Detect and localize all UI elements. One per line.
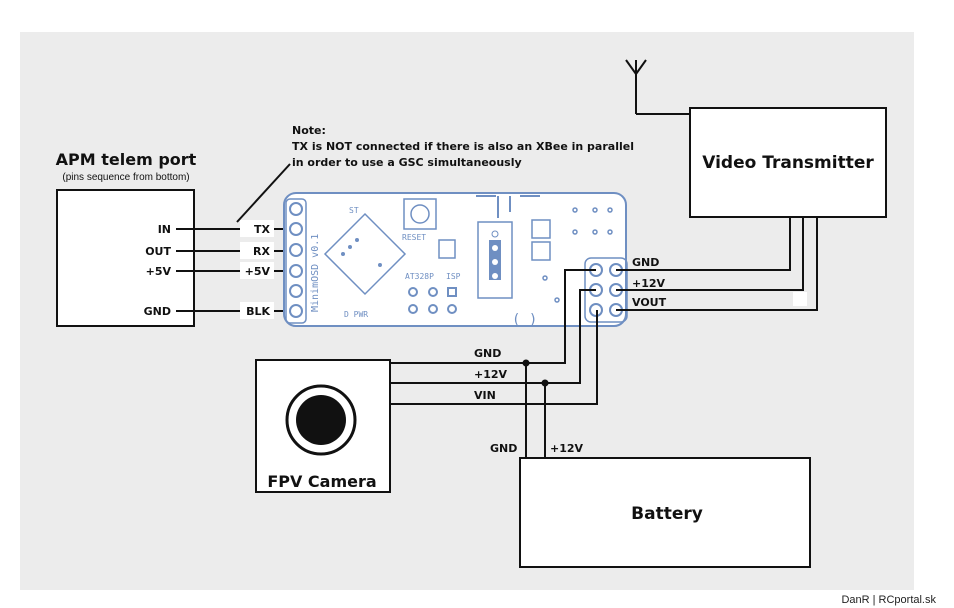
vtx-gnd-label-bg <box>628 256 662 268</box>
fpv-camera-label: FPV Camera <box>267 472 376 491</box>
battery-box <box>519 457 811 568</box>
chip-pin-dot <box>355 238 359 242</box>
wire-cam-gnd <box>390 269 596 364</box>
osd-component: ( ) <box>512 312 537 328</box>
osd-dots <box>542 207 613 303</box>
jumper-block <box>477 221 513 299</box>
battery-wire-gnd: GND <box>490 442 517 455</box>
wire-cam-vin <box>390 310 598 405</box>
tx-label-bg <box>240 220 274 237</box>
apm-pin-gnd: GND <box>144 305 171 318</box>
crystal-outline <box>476 195 540 218</box>
junction-dot <box>522 359 530 367</box>
camera-wire-gnd: GND <box>474 347 501 360</box>
osd-pin-blk: BLK <box>246 305 270 318</box>
rx-label-bg <box>240 242 274 259</box>
battery-label: Battery <box>631 504 703 524</box>
silk-pwr: D PWR <box>344 310 368 319</box>
isp-pads <box>408 287 457 314</box>
wire-vtx-gnd <box>616 217 791 271</box>
apm-pin-in: IN <box>158 223 171 236</box>
board-name-silk: MinimOSD v0.1 <box>310 234 321 312</box>
wire-vtx-vout <box>616 217 818 311</box>
reset-button-outline <box>403 198 437 230</box>
note-heading: Note: <box>292 124 326 137</box>
vtx-wires <box>616 217 818 311</box>
chip-pin-dot <box>348 245 352 249</box>
osd-pin-tx: TX <box>254 223 271 236</box>
osd-chip-outline <box>323 212 407 296</box>
wire-cam-12v <box>390 289 596 384</box>
camera-wire-12v: +12V <box>474 368 508 381</box>
wire-vtx-12v <box>616 217 804 291</box>
reset-button <box>410 204 430 224</box>
jumper-pin <box>491 230 499 238</box>
osd-pin-rx: RX <box>253 245 270 258</box>
apm-pin-5v: +5V <box>146 265 172 278</box>
silk-chip: AT328P <box>405 272 434 281</box>
video-transmitter-box <box>689 107 887 218</box>
silk-reset: RESET <box>402 233 426 242</box>
silk-isp: ISP <box>446 272 461 281</box>
junction-dot <box>541 379 549 387</box>
osd-left-header <box>285 198 307 324</box>
camera-lens-icon <box>296 395 346 445</box>
osd-component <box>531 241 551 261</box>
wire-cross-gap <box>793 292 807 306</box>
chip-pin-dot <box>378 263 382 267</box>
chip-pin-dot <box>341 252 345 256</box>
osd-component <box>531 219 551 239</box>
silk-st: ST <box>349 206 359 215</box>
osd-pin-12v: +12V <box>632 277 666 290</box>
camera-wire-vin: VIN <box>474 389 496 402</box>
apm-pin-out: OUT <box>145 245 171 258</box>
antenna-icon <box>625 59 647 76</box>
apm-title: APM telem port <box>56 150 197 169</box>
note-line2: in order to use a GSC simultaneously <box>292 156 522 169</box>
video-transmitter-label: Video Transmitter <box>702 153 874 173</box>
osd-pin-5v: +5V <box>245 265 271 278</box>
jumper-pin <box>492 259 498 265</box>
jumper-pin <box>492 273 498 279</box>
apm-subtitle: (pins sequence from bottom) <box>62 172 189 183</box>
osd-pin-vout: VOUT <box>632 296 667 309</box>
5v-label-bg <box>240 262 274 279</box>
blk-label-bg <box>240 302 274 319</box>
osd-component <box>438 239 456 259</box>
note-pointer-line <box>236 163 291 223</box>
apm-port-box <box>56 189 195 327</box>
credit-text: DanR | RCportal.sk <box>841 594 936 606</box>
jumper-pin <box>492 245 498 251</box>
battery-wire-12v: +12V <box>550 442 584 455</box>
note-line1: TX is NOT connected if there is also an … <box>292 140 634 153</box>
osd-pin-gnd: GND <box>632 256 659 269</box>
camera-wires <box>390 269 598 458</box>
